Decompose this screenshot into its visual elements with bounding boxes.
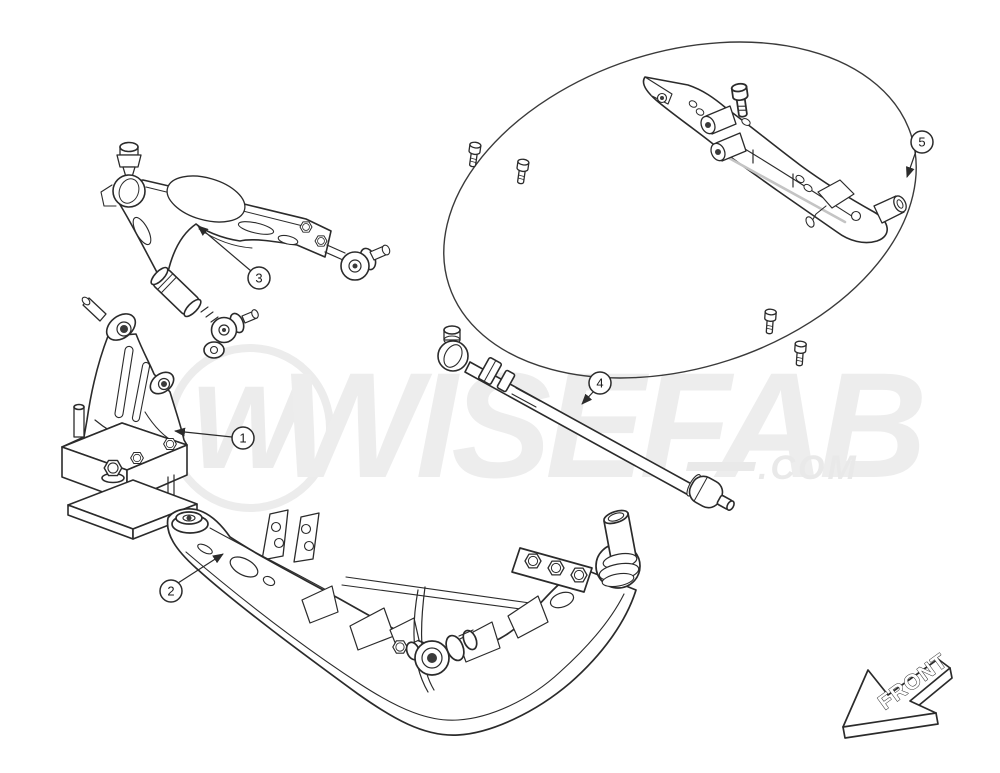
callout-balloon: [910, 130, 934, 154]
callout-number: 3: [255, 271, 262, 286]
arrow-side-face: [842, 712, 939, 739]
part-lower-control-arm: [166, 508, 641, 736]
bolt-icon: [466, 140, 482, 169]
callout-number: 5: [918, 135, 925, 150]
inner-tie-rod-end: [686, 473, 735, 511]
watermark-brand: WISEFAB: [280, 341, 922, 509]
leader-line: [174, 427, 233, 438]
callout-5: 5: [906, 130, 934, 178]
leader-line: [581, 390, 595, 405]
callout-3: 3: [197, 225, 271, 290]
callout-4: 4: [581, 371, 612, 405]
bolt-icon: [763, 308, 778, 335]
callout-number: 2: [167, 584, 174, 599]
watermark-underscore: [686, 462, 756, 471]
bolt-icon: [730, 81, 752, 119]
callouts: 1 2 3 4 5: [159, 130, 934, 603]
hardware-bolts: [466, 81, 808, 367]
callout-2: 2: [159, 553, 224, 603]
leader-line: [177, 553, 224, 584]
callout-balloon: [588, 371, 612, 395]
part-subframe-brace: [642, 76, 907, 244]
callout-1: 1: [174, 426, 255, 450]
callout-balloon: [247, 266, 271, 290]
brace-inner-rod: [716, 150, 847, 224]
watermark-suffix: .COM: [758, 449, 859, 487]
bolt-icon: [514, 157, 530, 186]
front-direction-arrow: FRONT: [842, 648, 953, 739]
leader-line: [906, 150, 917, 178]
part-upright-knuckle: [61, 296, 198, 540]
brace-clamp: [817, 179, 855, 209]
callout-number: 4: [596, 376, 603, 391]
watermark: W WISEFAB .COM: [166, 341, 928, 512]
part-tie-rod: [437, 325, 735, 511]
part-upper-camber-arm: [100, 141, 391, 359]
group-boundary-ellipse: [443, 41, 917, 379]
arrow-top-face: [842, 658, 951, 728]
leader-line: [197, 225, 252, 272]
brace-body: [642, 76, 888, 244]
callout-balloon: [159, 579, 183, 603]
callout-balloon: [231, 426, 255, 450]
watermark-logo-mark: W: [190, 362, 310, 494]
callout-number: 1: [239, 431, 246, 446]
